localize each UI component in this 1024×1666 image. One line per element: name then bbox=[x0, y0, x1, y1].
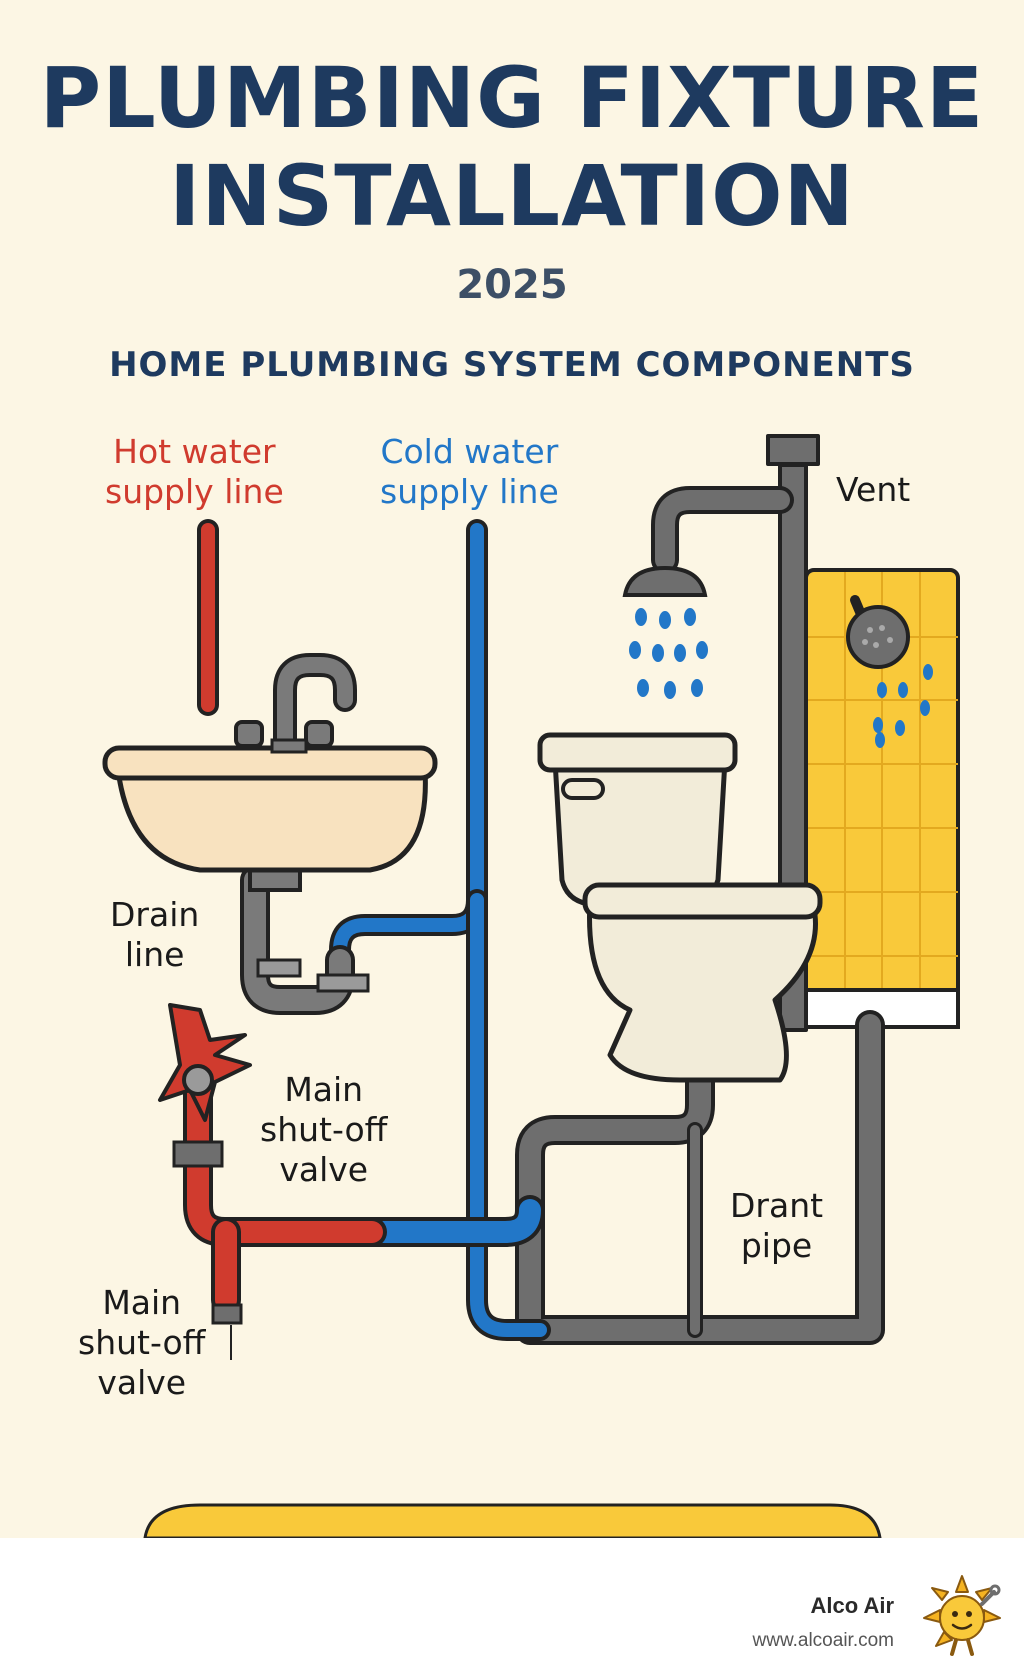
sun-mascot-icon bbox=[923, 1575, 1001, 1656]
sink-icon bbox=[102, 745, 438, 1015]
year: 2025 bbox=[456, 262, 568, 308]
cold-water-line bbox=[329, 519, 551, 1341]
faucet-icon bbox=[234, 653, 357, 754]
title-line-1: PLUMBING FIXTURE bbox=[39, 49, 985, 147]
shower-head-icon bbox=[846, 595, 910, 669]
title-line-2: INSTALLATION bbox=[169, 147, 855, 245]
hot-water-line bbox=[183, 519, 387, 1315]
water-drop-icon bbox=[873, 664, 933, 748]
subtitle: HOME PLUMBING SYSTEM COMPONENTS bbox=[109, 345, 915, 385]
water-drop-icon bbox=[629, 608, 708, 699]
drain-pipe-network bbox=[515, 434, 885, 1345]
shower-head-icon bbox=[622, 486, 794, 597]
toilet-icon bbox=[537, 732, 823, 1083]
brand-name: Alco Air bbox=[810, 1593, 894, 1618]
yellow-banner bbox=[143, 1503, 882, 1540]
label-vent: Vent bbox=[836, 470, 911, 509]
brand-url[interactable]: www.alcoair.com bbox=[752, 1630, 895, 1651]
footer bbox=[0, 1538, 1024, 1666]
valve-wheel-icon bbox=[158, 1003, 252, 1122]
